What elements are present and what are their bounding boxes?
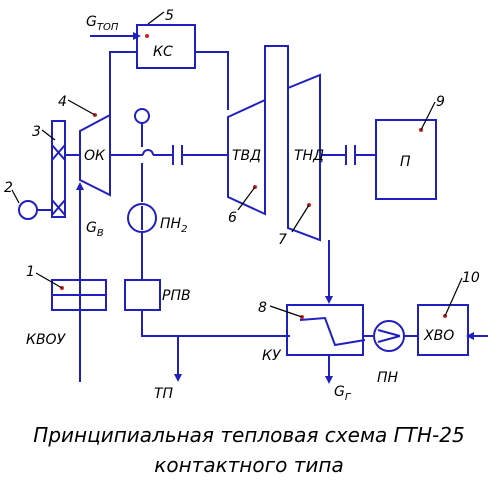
recovery-boiler-ku (286, 304, 366, 356)
label-num-gear: 3 (32, 124, 41, 140)
caption-line-1: Принципиальная тепловая схема ГТН-25 (33, 423, 464, 447)
shaft-lines (110, 149, 376, 156)
shaft-coupling-2 (345, 145, 356, 165)
shaft-coupling-1 (172, 145, 183, 165)
starter-motor (18, 200, 52, 220)
label-g-g: GГ (334, 384, 352, 403)
caption-line-2: контактного типа (154, 453, 343, 477)
label-g-top: GТОП (86, 14, 119, 33)
rpv-to-ku-line (141, 310, 290, 337)
leader-lines (11, 11, 463, 318)
label-rpv: РПВ (162, 288, 191, 304)
label-tnd: ТНД (294, 148, 324, 164)
air-to-ks-line (109, 51, 137, 120)
label-num-tvd: 6 (228, 210, 237, 226)
combustion-chamber-ks (136, 24, 196, 69)
label-kvou: КВОУ (26, 332, 67, 348)
feed-pump-pn2 (127, 108, 157, 280)
regulator-rpv (124, 279, 161, 311)
label-pn2: ПН2 (160, 216, 187, 235)
label-num-ks: 5 (165, 8, 174, 24)
label-num-hvo: 10 (462, 270, 480, 286)
label-num-ok: 4 (58, 94, 67, 110)
label-num-kvou: 1 (26, 264, 35, 280)
label-p: П (400, 154, 411, 170)
feed-pump-pn (373, 320, 405, 352)
label-ks: КС (153, 44, 173, 60)
ks-to-tvd-line (195, 51, 229, 110)
label-tvd: ТВД (232, 148, 261, 164)
tvd-to-tnd-line (264, 45, 289, 100)
label-num-p: 9 (436, 94, 445, 110)
label-pn: ПН (377, 370, 399, 386)
label-num-tnd: 7 (278, 232, 287, 248)
label-hvo: ХВО (423, 328, 454, 344)
gearbox (51, 120, 80, 218)
label-ku: КУ (262, 348, 282, 364)
label-ok: ОК (84, 148, 106, 164)
label-g-v: GВ (86, 220, 104, 239)
label-num-motor: 2 (4, 180, 13, 196)
label-tp: ТП (154, 386, 174, 402)
label-num-ku: 8 (258, 300, 267, 316)
